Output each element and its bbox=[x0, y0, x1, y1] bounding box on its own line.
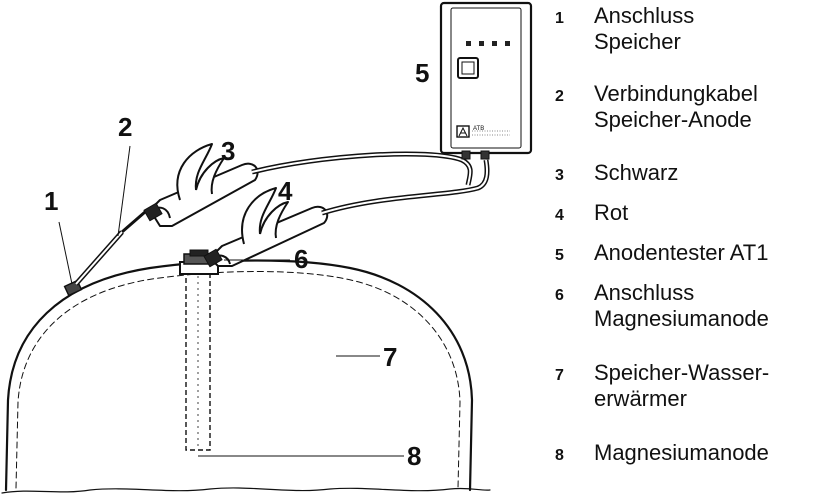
legend-item: 2 Verbindungkabel Speicher-Anode bbox=[555, 81, 758, 133]
legend-number: 3 bbox=[555, 167, 564, 184]
callout-6: 6 bbox=[294, 244, 308, 274]
legend-text: Rot bbox=[594, 200, 629, 225]
callout-2: 2 bbox=[118, 112, 132, 142]
callout-8: 8 bbox=[407, 441, 421, 471]
legend-number: 6 bbox=[555, 287, 564, 304]
legend-number: 7 bbox=[555, 367, 564, 384]
legend-item: 1 Anschluss Speicher bbox=[555, 3, 694, 55]
test-button bbox=[457, 57, 479, 79]
red-clamp bbox=[203, 187, 329, 268]
legend-item: 3 Schwarz bbox=[555, 160, 678, 189]
callout-7: 7 bbox=[383, 342, 397, 372]
indicator-leds bbox=[466, 41, 510, 46]
leader-lines bbox=[58, 145, 404, 457]
water-heater-tank bbox=[1, 259, 491, 494]
device-brand-label: ATB bbox=[473, 126, 484, 132]
magnesium-anode bbox=[185, 272, 211, 451]
legend-item: 7 Speicher-Wasser- erwärmer bbox=[555, 360, 769, 412]
legend-item: 5 Anodentester AT1 bbox=[555, 240, 769, 269]
anode-tester-device bbox=[439, 1, 533, 160]
legend-number: 2 bbox=[555, 88, 564, 105]
anode-tester-diagram: 1 2 3 4 5 6 7 8 ATB bbox=[1, 1, 533, 494]
callout-1: 1 bbox=[44, 186, 58, 216]
legend-text: Anschluss Magnesiumanode bbox=[594, 280, 769, 331]
legend-number: 5 bbox=[555, 247, 564, 264]
callout-5: 5 bbox=[415, 58, 429, 88]
legend-item: 4 Rot bbox=[555, 200, 628, 229]
legend-item: 6 Anschluss Magnesiumanode bbox=[555, 280, 769, 332]
tester-cables bbox=[251, 151, 490, 216]
legend-text: Schwarz bbox=[594, 160, 679, 185]
legend-number: 4 bbox=[555, 207, 564, 224]
legend-text: Anodentester AT1 bbox=[594, 240, 769, 265]
legend-text: Speicher-Wasser- erwärmer bbox=[594, 360, 770, 411]
legend-text: Verbindungkabel Speicher-Anode bbox=[594, 81, 758, 132]
legend-number: 8 bbox=[555, 447, 564, 464]
callout-3: 3 bbox=[221, 136, 235, 166]
legend-text: Magnesiumanode bbox=[594, 440, 769, 465]
callout-4: 4 bbox=[278, 176, 293, 206]
logo-badge bbox=[456, 125, 470, 138]
connection-cable-tank-anode bbox=[74, 210, 146, 286]
black-clamp bbox=[143, 143, 259, 227]
legend-text: Anschluss Speicher bbox=[594, 3, 695, 54]
legend-item: 8 Magnesiumanode bbox=[555, 440, 769, 469]
legend-number: 1 bbox=[555, 10, 564, 27]
